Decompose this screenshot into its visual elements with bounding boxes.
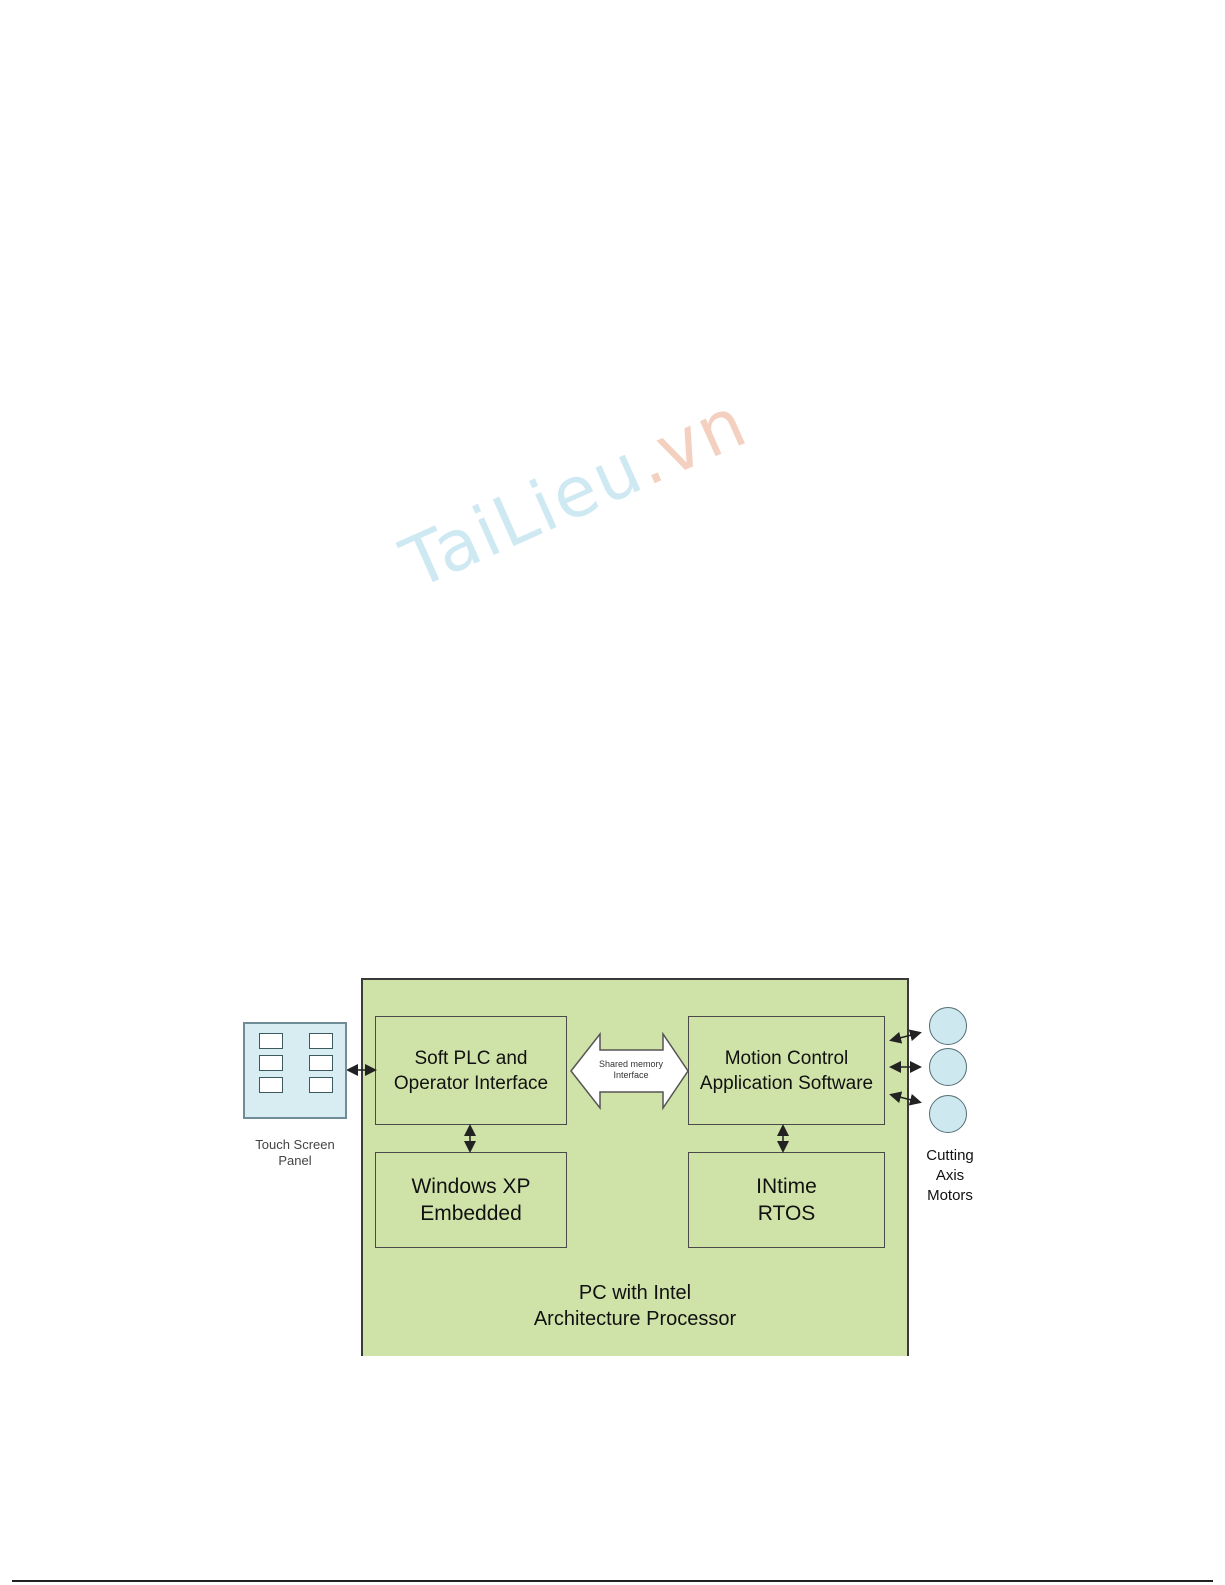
motor-link-3 — [892, 1095, 919, 1102]
panel-button — [309, 1055, 333, 1071]
panel-button — [309, 1077, 333, 1093]
panel-button — [259, 1077, 283, 1093]
motor-link-1 — [892, 1033, 919, 1040]
axis-motor — [929, 1048, 967, 1086]
pc-container-label: PC with Intel Architecture Processor — [461, 1280, 809, 1332]
page-bottom-rule — [12, 1580, 1213, 1582]
touch-screen-panel — [243, 1022, 347, 1119]
panel-button — [309, 1033, 333, 1049]
touch-panel-label: Touch Screen Panel — [225, 1137, 365, 1169]
panel-button — [259, 1055, 283, 1071]
motors-label: Cutting Axis Motors — [905, 1146, 995, 1206]
shared-memory-label: Shared memory Interface — [585, 1059, 677, 1081]
axis-motor — [929, 1095, 967, 1133]
panel-button — [259, 1033, 283, 1049]
axis-motor — [929, 1007, 967, 1045]
